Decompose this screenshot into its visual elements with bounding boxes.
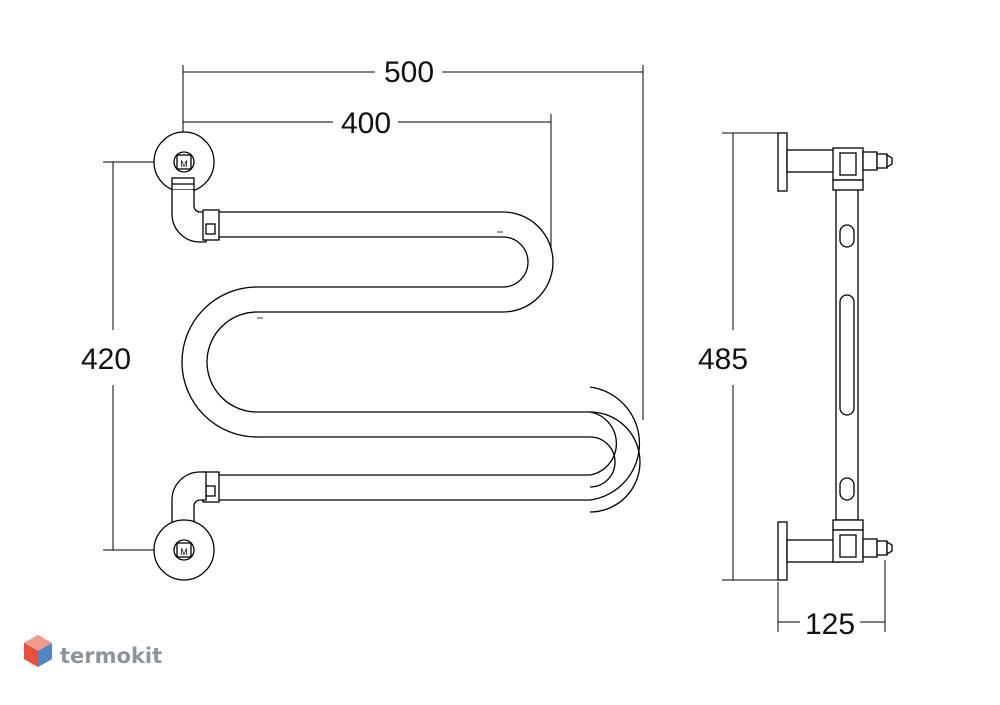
logo-text: termokit	[60, 644, 162, 668]
front-view-lower-connector: M	[153, 471, 220, 581]
svg-text:M: M	[180, 159, 188, 169]
front-view-s-tube	[181, 211, 641, 513]
dimension-depth	[777, 560, 886, 632]
dimension-overall-height	[722, 132, 785, 581]
logo: termokit	[24, 635, 162, 668]
dimension-label-485: 485	[698, 343, 748, 376]
front-view-upper-connector: M	[153, 131, 220, 243]
dimension-axis-distance	[183, 114, 552, 250]
dimension-overall-width	[182, 65, 644, 420]
dimension-label-125: 125	[805, 608, 855, 641]
side-view	[777, 132, 893, 581]
dimension-label-500: 500	[384, 56, 434, 89]
dimension-label-400: 400	[341, 107, 391, 140]
hexagon-cube-icon	[24, 635, 52, 667]
dimension-label-420: 420	[81, 343, 131, 376]
svg-text:M: M	[180, 547, 188, 557]
front-view-s-outline	[589, 386, 641, 501]
